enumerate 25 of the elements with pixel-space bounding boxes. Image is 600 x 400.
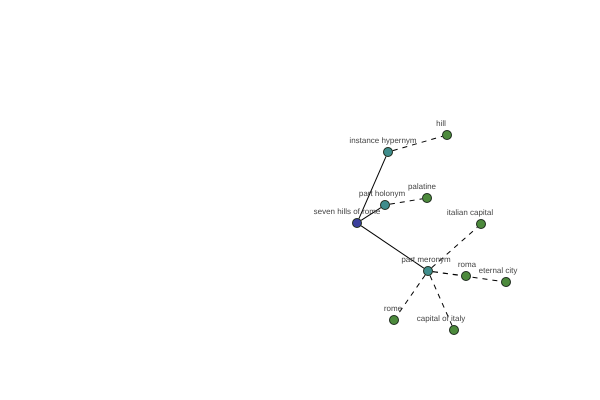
circle-node [422,193,432,203]
dashed-connector [389,198,423,205]
circle-node [423,266,433,276]
circle-node [501,277,511,287]
circle-node [383,147,393,157]
node-label: hill [436,119,446,128]
connector-line [358,156,386,219]
circle-node [461,271,471,281]
connector-line [360,225,424,269]
node-label: palatine [408,182,436,191]
circle-node [449,325,459,335]
node-label: instance hypernym [349,136,417,145]
circle-node [389,315,399,325]
circle-node [476,219,486,229]
dashed-connector [430,275,452,326]
circle-node [352,218,362,228]
node-label: capital of italy [416,314,466,323]
dashed-connector [431,226,478,268]
node-label: italian capital [446,208,494,217]
dashed-connector [392,136,443,152]
circle-node [442,130,452,140]
node-label: rome [384,304,402,313]
node-label: roma [458,260,476,269]
circle-node [380,200,390,210]
node-label: eternal city [478,266,518,275]
